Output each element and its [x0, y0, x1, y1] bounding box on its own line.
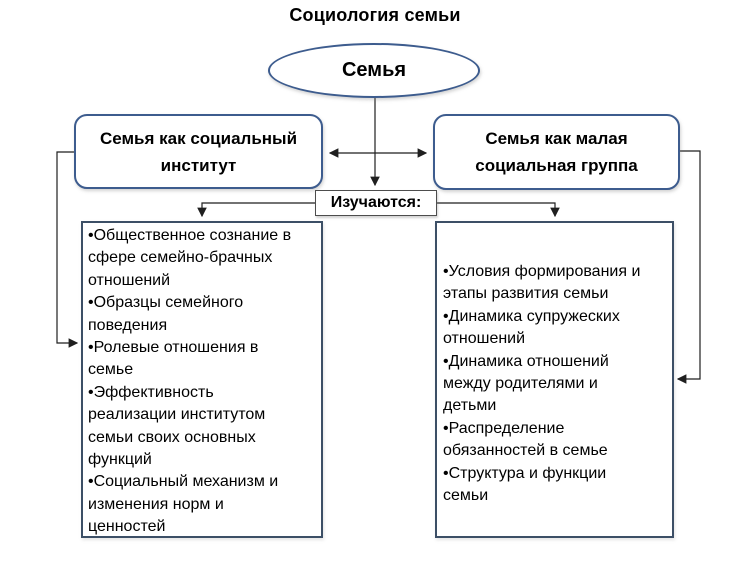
root-node-family: Семья [268, 43, 480, 98]
root-node-label: Семья [341, 59, 407, 81]
list-line: обязанностей в семье [443, 442, 608, 460]
list-line: поведения [88, 316, 168, 334]
list-line: •Динамика супружеских [443, 307, 620, 325]
list-line: семье [88, 361, 134, 379]
arrow-center-to-leftlist [197, 202, 316, 218]
list-line: детьми [443, 397, 497, 415]
list-line: семьи [443, 487, 489, 505]
list-line: отношений [88, 271, 171, 289]
node-family-as-small-social-group: Семья как малая социальная группа [433, 114, 680, 190]
list-line: ценностей [88, 518, 166, 536]
list-line: изменения норм и [88, 495, 224, 513]
node-are-studied: Изучаются: [315, 190, 437, 216]
page-title: Социология семьи [289, 5, 461, 25]
node-label-line: Семья как социальный [99, 128, 298, 148]
list-small-group-topics: •Условия формирования и этапы развития се… [435, 221, 674, 538]
list-line: этапы развития семьи [443, 285, 609, 303]
list-line: семьи своих основных [88, 428, 256, 446]
list-line: функций [88, 451, 152, 469]
list-line: •Распределение [443, 419, 565, 437]
list-line: •Ролевые отношения в [88, 339, 259, 357]
node-label-line: социальная группа [475, 156, 638, 175]
node-label: Изучаются: [330, 194, 422, 211]
list-line: между родителями и [443, 375, 598, 393]
list-line: •Общественное сознание в [88, 227, 292, 244]
node-label-line: институт [160, 155, 237, 175]
arrow-rightbox-to-rightlist [676, 150, 701, 384]
arrow-center-to-rightlist [436, 202, 560, 218]
list-line: •Динамика отношений [443, 352, 609, 370]
node-label-line: Семья как малая [485, 129, 628, 148]
list-line: реализации институтом [88, 406, 266, 424]
node-family-as-social-institution: Семья как социальный институт [74, 114, 323, 189]
list-line: •Структура и функции [443, 464, 607, 482]
list-line: отношений [443, 330, 526, 348]
list-institution-topics: •Общественное сознание в сфере семейно-бр… [81, 221, 323, 538]
list-line: •Эффективность [88, 383, 214, 401]
list-line: •Условия формирования и [443, 263, 641, 280]
list-line: сфере семейно-брачных [88, 249, 273, 267]
list-line: •Образцы семейного [88, 294, 244, 312]
list-line: •Социальный механизм и [88, 473, 279, 491]
